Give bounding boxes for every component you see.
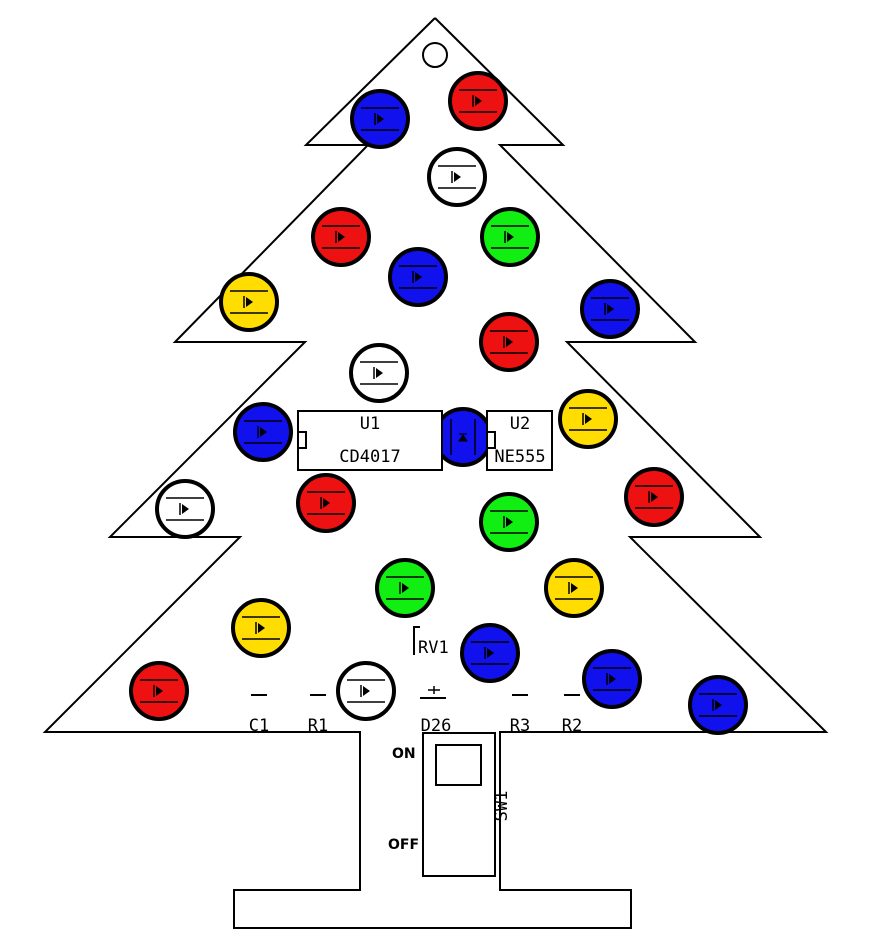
- led-blue: [688, 675, 748, 735]
- led-blue: [460, 623, 520, 683]
- led-red: [448, 71, 508, 131]
- r3-label: R3: [510, 716, 530, 736]
- led-green: [479, 492, 539, 552]
- switch-on-label: ON: [392, 746, 416, 762]
- chip-u1: U1 CD4017: [297, 410, 443, 471]
- r2-label: R2: [562, 716, 582, 736]
- led-red: [624, 467, 684, 527]
- led-blue: [433, 407, 493, 467]
- led-blue: [582, 649, 642, 709]
- switch-sw1: SW1 ON OFF: [388, 732, 512, 877]
- led-white: [427, 147, 487, 207]
- led-green: [375, 558, 435, 618]
- led-yellow: [544, 558, 604, 618]
- chip-u1-ref: U1: [360, 414, 380, 434]
- mounting-hole: [422, 42, 448, 68]
- r1-label: R1: [308, 716, 328, 736]
- component-r1: R1: [308, 694, 328, 736]
- component-rv1: RV1: [413, 626, 449, 658]
- led-red: [311, 207, 371, 267]
- led-white: [155, 479, 215, 539]
- led-red: [479, 312, 539, 372]
- led-blue: [350, 89, 410, 149]
- led-red: [296, 473, 356, 533]
- component-c1: C1: [249, 694, 269, 736]
- tree-outline: [42, 17, 829, 929]
- led-blue: [233, 402, 293, 462]
- chip-u1-value: CD4017: [339, 447, 400, 467]
- led-red: [129, 661, 189, 721]
- component-d26: D26: [420, 686, 451, 736]
- d26-label: D26: [421, 716, 452, 736]
- component-r2: R2: [562, 694, 582, 736]
- rv1-label: RV1: [418, 638, 449, 658]
- led-white: [336, 661, 396, 721]
- led-white: [349, 343, 409, 403]
- led-yellow: [219, 272, 279, 332]
- sw1-label: SW1: [492, 791, 512, 822]
- led-yellow: [558, 389, 618, 449]
- led-green: [480, 207, 540, 267]
- led-yellow: [231, 598, 291, 658]
- led-group: [129, 71, 748, 735]
- chip-u2-value: NE555: [494, 447, 545, 467]
- led-blue: [388, 247, 448, 307]
- switch-off-label: OFF: [388, 837, 419, 853]
- component-r3: R3: [510, 694, 530, 736]
- led-blue: [580, 279, 640, 339]
- c1-label: C1: [249, 716, 269, 736]
- chip-u2: U2 NE555: [486, 410, 553, 471]
- chip-u2-ref: U2: [510, 414, 530, 434]
